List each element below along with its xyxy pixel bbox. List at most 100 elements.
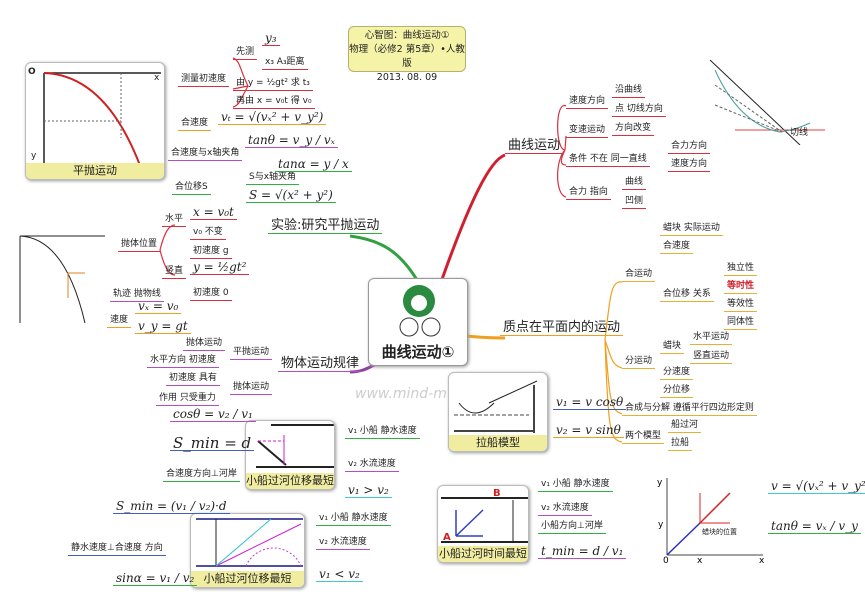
boat3-v2: v₂ 水流速度 <box>538 502 592 516</box>
parabola-graph <box>43 72 161 169</box>
boat1-diagram: 小船过河位移最短 <box>245 420 335 490</box>
by-formula: 由 y = ½gt² 求 t₃ <box>233 77 313 91</box>
svg-text:A: A <box>443 532 451 543</box>
pull-f2: v₂ = v sinθ <box>553 424 624 438</box>
curve-force: 合力 指向 <box>566 186 611 200</box>
boat1-cond: v₁ > v₂ <box>345 484 392 498</box>
then-formula: 再由 x = v₀t 得 v₀ <box>233 95 315 109</box>
x-axis-label: x <box>154 73 160 83</box>
vertical-y: y = ½gt² <box>190 261 250 275</box>
boat1-v1: v₁ 小船 静水速度 <box>345 425 420 439</box>
law-b: 水平方向 初速度 <box>147 354 219 368</box>
svg-text:y: y <box>658 520 664 530</box>
boat1-v2: v₂ 水流速度 <box>345 458 399 472</box>
trajectory: 轨迹 抛物线 <box>110 288 164 302</box>
curve-title: 曲线运动 <box>505 139 564 154</box>
wax-f1: v = √(vₓ² + v_y²) <box>768 480 865 494</box>
displacement-formula: S = √(x² + y²) <box>246 189 336 203</box>
component-motion: 分运动 <box>622 355 656 369</box>
boat3-caption: 小船过河时间最短 <box>438 546 528 562</box>
wax-position-label: 蜡块的位置 <box>702 528 737 536</box>
plane-title: 质点在平面内的运动 <box>500 321 624 336</box>
compose: 合成与分解 遵循平行四边形定则 <box>622 402 757 416</box>
first-measure: 先测 <box>233 46 258 60</box>
title-box: 心智图：曲线运动① 物理（必修2 第5章）•人教版 2013. 08. 09 <box>348 26 466 83</box>
boat1-caption: 小船过河位移最短 <box>246 473 334 489</box>
boat2-diagram: 小船过河位移最短 <box>190 513 305 588</box>
curve-force-2: 凹侧 <box>622 195 647 209</box>
boat2-smin: S_min = (v₁ / v₂)·d <box>113 500 230 514</box>
curve-dir-1: 沿曲线 <box>612 84 646 98</box>
law-paoti: 抛体运动 <box>230 381 273 395</box>
horizontal-v0: v₀ 不变 <box>190 226 226 240</box>
curve-dir: 速度方向 <box>566 95 609 109</box>
boat3-tmin: t_min = d / v₁ <box>538 545 627 559</box>
boat2-cond: v₁ < v₂ <box>316 568 363 582</box>
law-c: 初速度 具有 <box>166 372 220 386</box>
center-node[interactable]: 曲线运动① <box>368 278 468 366</box>
combined-2: 合速度 <box>660 240 694 254</box>
projectile-graph <box>19 235 105 324</box>
tangent-diagram <box>709 59 825 145</box>
boat2-v2: v₂ 水流速度 <box>316 536 370 550</box>
speed-vx: vₓ = v₀ <box>135 300 182 314</box>
boat3-dir: 小船方向⊥河岸 <box>538 520 606 534</box>
curve-cond: 条件 不在 同一直线 <box>566 153 650 167</box>
component-1b: 竖直运动 <box>690 350 733 364</box>
rel-0: 独立性 <box>724 262 758 276</box>
boat3-v1: v₁ 小船 静水速度 <box>538 478 613 492</box>
watermark: www.mind-m <box>355 386 447 402</box>
pingpao-caption: 平抛运动 <box>26 163 164 179</box>
boat1-smin: S_min = d <box>170 436 255 451</box>
boat3-diagram: B A 小船过河时间最短 <box>437 485 529 563</box>
y-axis-label: y <box>31 151 37 161</box>
vertical: 竖直 <box>162 265 187 279</box>
displacement: 合位移S <box>172 181 211 195</box>
horizontal-x: x = v₀t <box>190 206 237 220</box>
curve-variable-1: 方向改变 <box>612 122 655 136</box>
rel-3: 同体性 <box>724 316 758 330</box>
title-line-3: 2013. 08. 09 <box>376 72 438 83</box>
laws-title: 物体运动规律 <box>278 357 363 372</box>
boat2-dir: 静水速度⊥合速度 方向 <box>68 542 166 556</box>
models: 两个模型 <box>622 430 665 444</box>
vertical-v0: 初速度 0 <box>190 287 232 301</box>
pull-caption: 拉船模型 <box>449 435 547 451</box>
combined-motion: 合运动 <box>622 268 656 282</box>
boat2-sin: sinα = v₁ / v₂ <box>113 572 198 586</box>
pull-f1: v₁ = v cosθ <box>553 396 627 410</box>
displacement-tan: tanα = y / x <box>275 158 352 172</box>
law-d: 作用 只受重力 <box>156 392 219 406</box>
mascot-image <box>399 285 441 337</box>
curve-variable: 变速运动 <box>566 124 609 138</box>
boat2-caption: 小船过河位移最短 <box>191 571 304 587</box>
pingpao-diagram: O x y 平抛运动 <box>25 62 165 180</box>
experiment-node: 实验:研究平抛运动 <box>268 219 383 234</box>
component-1a: 水平运动 <box>690 331 733 345</box>
velocity-angle-formula: tanθ = v_y / vₓ <box>245 134 338 148</box>
x3-distance: x₃ A₃距离 <box>262 56 308 70</box>
svg-text:x: x <box>759 556 765 563</box>
displacement-angle: S与x轴夹角 <box>246 171 300 185</box>
boat1-dir: 合速度方向⊥河岸 <box>163 468 240 482</box>
measure-v0: 测量初速度 <box>178 73 230 87</box>
speed-vy: v_y = gt <box>135 320 191 334</box>
curve-cond-2: 速度方向 <box>668 158 711 172</box>
title-line-2: 物理（必修2 第5章）•人教版 <box>349 44 465 69</box>
law-a: 抛体运动 <box>183 337 226 351</box>
law-pingpao: 平抛运动 <box>230 346 273 360</box>
model-boat: 船过河 <box>668 419 702 433</box>
rel-2: 等效性 <box>724 298 758 312</box>
pull-diagram: 拉船模型 <box>448 372 548 452</box>
curve-dir-2: 点 切线方向 <box>612 103 666 117</box>
svg-text:B: B <box>493 488 501 499</box>
wax-f2: tanθ = vₓ / v_y <box>768 520 861 534</box>
velocity-angle: 合速度与x轴夹角 <box>168 147 243 161</box>
boat1-cos: cosθ = v₂ / v₁ <box>170 408 256 422</box>
projectile-position: 抛体位置 <box>118 238 161 252</box>
curve-force-1: 曲线 <box>622 176 647 190</box>
component-3: 分位移 <box>660 384 694 398</box>
combined-3: 合位移 关系 <box>660 288 714 302</box>
center-title: 曲线运动① <box>381 343 455 361</box>
